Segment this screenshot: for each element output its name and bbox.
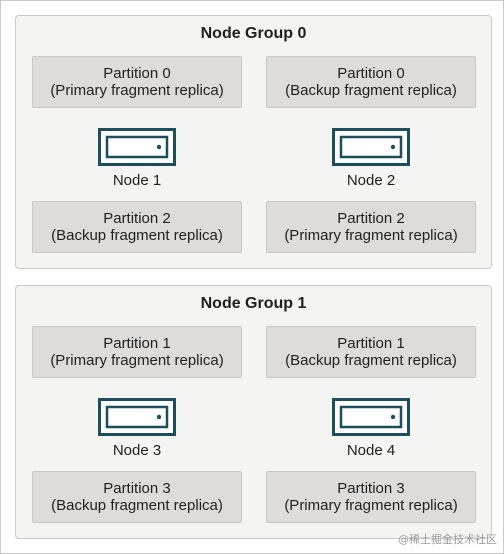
partition-role: (Backup fragment replica): [51, 227, 223, 244]
partition-box: Partition 1 (Backup fragment replica): [266, 326, 476, 378]
watermark: @稀土掘金技术社区: [398, 533, 497, 546]
partition-role: (Backup fragment replica): [285, 82, 457, 99]
partition-box: Partition 1 (Primary fragment replica): [32, 326, 242, 378]
partition-role: (Backup fragment replica): [51, 497, 223, 514]
node-label: Node 2: [346, 172, 396, 189]
group-title: Node Group 0: [200, 25, 307, 42]
partition-name: Partition 3: [103, 480, 171, 497]
server-icon: [332, 398, 410, 436]
partition-name: Partition 0: [103, 65, 171, 82]
node-4: Node 4: [326, 396, 416, 460]
partition-name: Partition 0: [337, 65, 405, 82]
server-icon: [98, 398, 176, 436]
node-group-0: Node Group 0 Partition 0 (Primary fragme…: [15, 15, 492, 269]
partition-name: Partition 1: [337, 335, 405, 352]
partition-box: Partition 0 (Backup fragment replica): [266, 56, 476, 108]
group-title: Node Group 1: [200, 295, 307, 312]
partition-box: Partition 2 (Primary fragment replica): [266, 201, 476, 253]
partition-name: Partition 3: [337, 480, 405, 497]
partition-role: (Primary fragment replica): [50, 352, 224, 369]
node-label: Node 4: [346, 442, 396, 459]
node-2: Node 2: [326, 126, 416, 190]
node-3: Node 3: [92, 396, 182, 460]
node-label: Node 1: [112, 172, 162, 189]
partition-role: (Primary fragment replica): [284, 497, 458, 514]
node-1: Node 1: [92, 126, 182, 190]
node-label: Node 3: [112, 442, 162, 459]
partition-name: Partition 2: [337, 210, 405, 227]
node-group-1: Node Group 1 Partition 1 (Primary fragme…: [15, 285, 492, 539]
server-icon: [98, 128, 176, 166]
server-icon: [332, 128, 410, 166]
partition-box: Partition 3 (Backup fragment replica): [32, 471, 242, 523]
partition-name: Partition 2: [103, 210, 171, 227]
partition-box: Partition 2 (Backup fragment replica): [32, 201, 242, 253]
partition-box: Partition 3 (Primary fragment replica): [266, 471, 476, 523]
partition-box: Partition 0 (Primary fragment replica): [32, 56, 242, 108]
partition-role: (Backup fragment replica): [285, 352, 457, 369]
partition-role: (Primary fragment replica): [50, 82, 224, 99]
partition-name: Partition 1: [103, 335, 171, 352]
partition-role: (Primary fragment replica): [284, 227, 458, 244]
